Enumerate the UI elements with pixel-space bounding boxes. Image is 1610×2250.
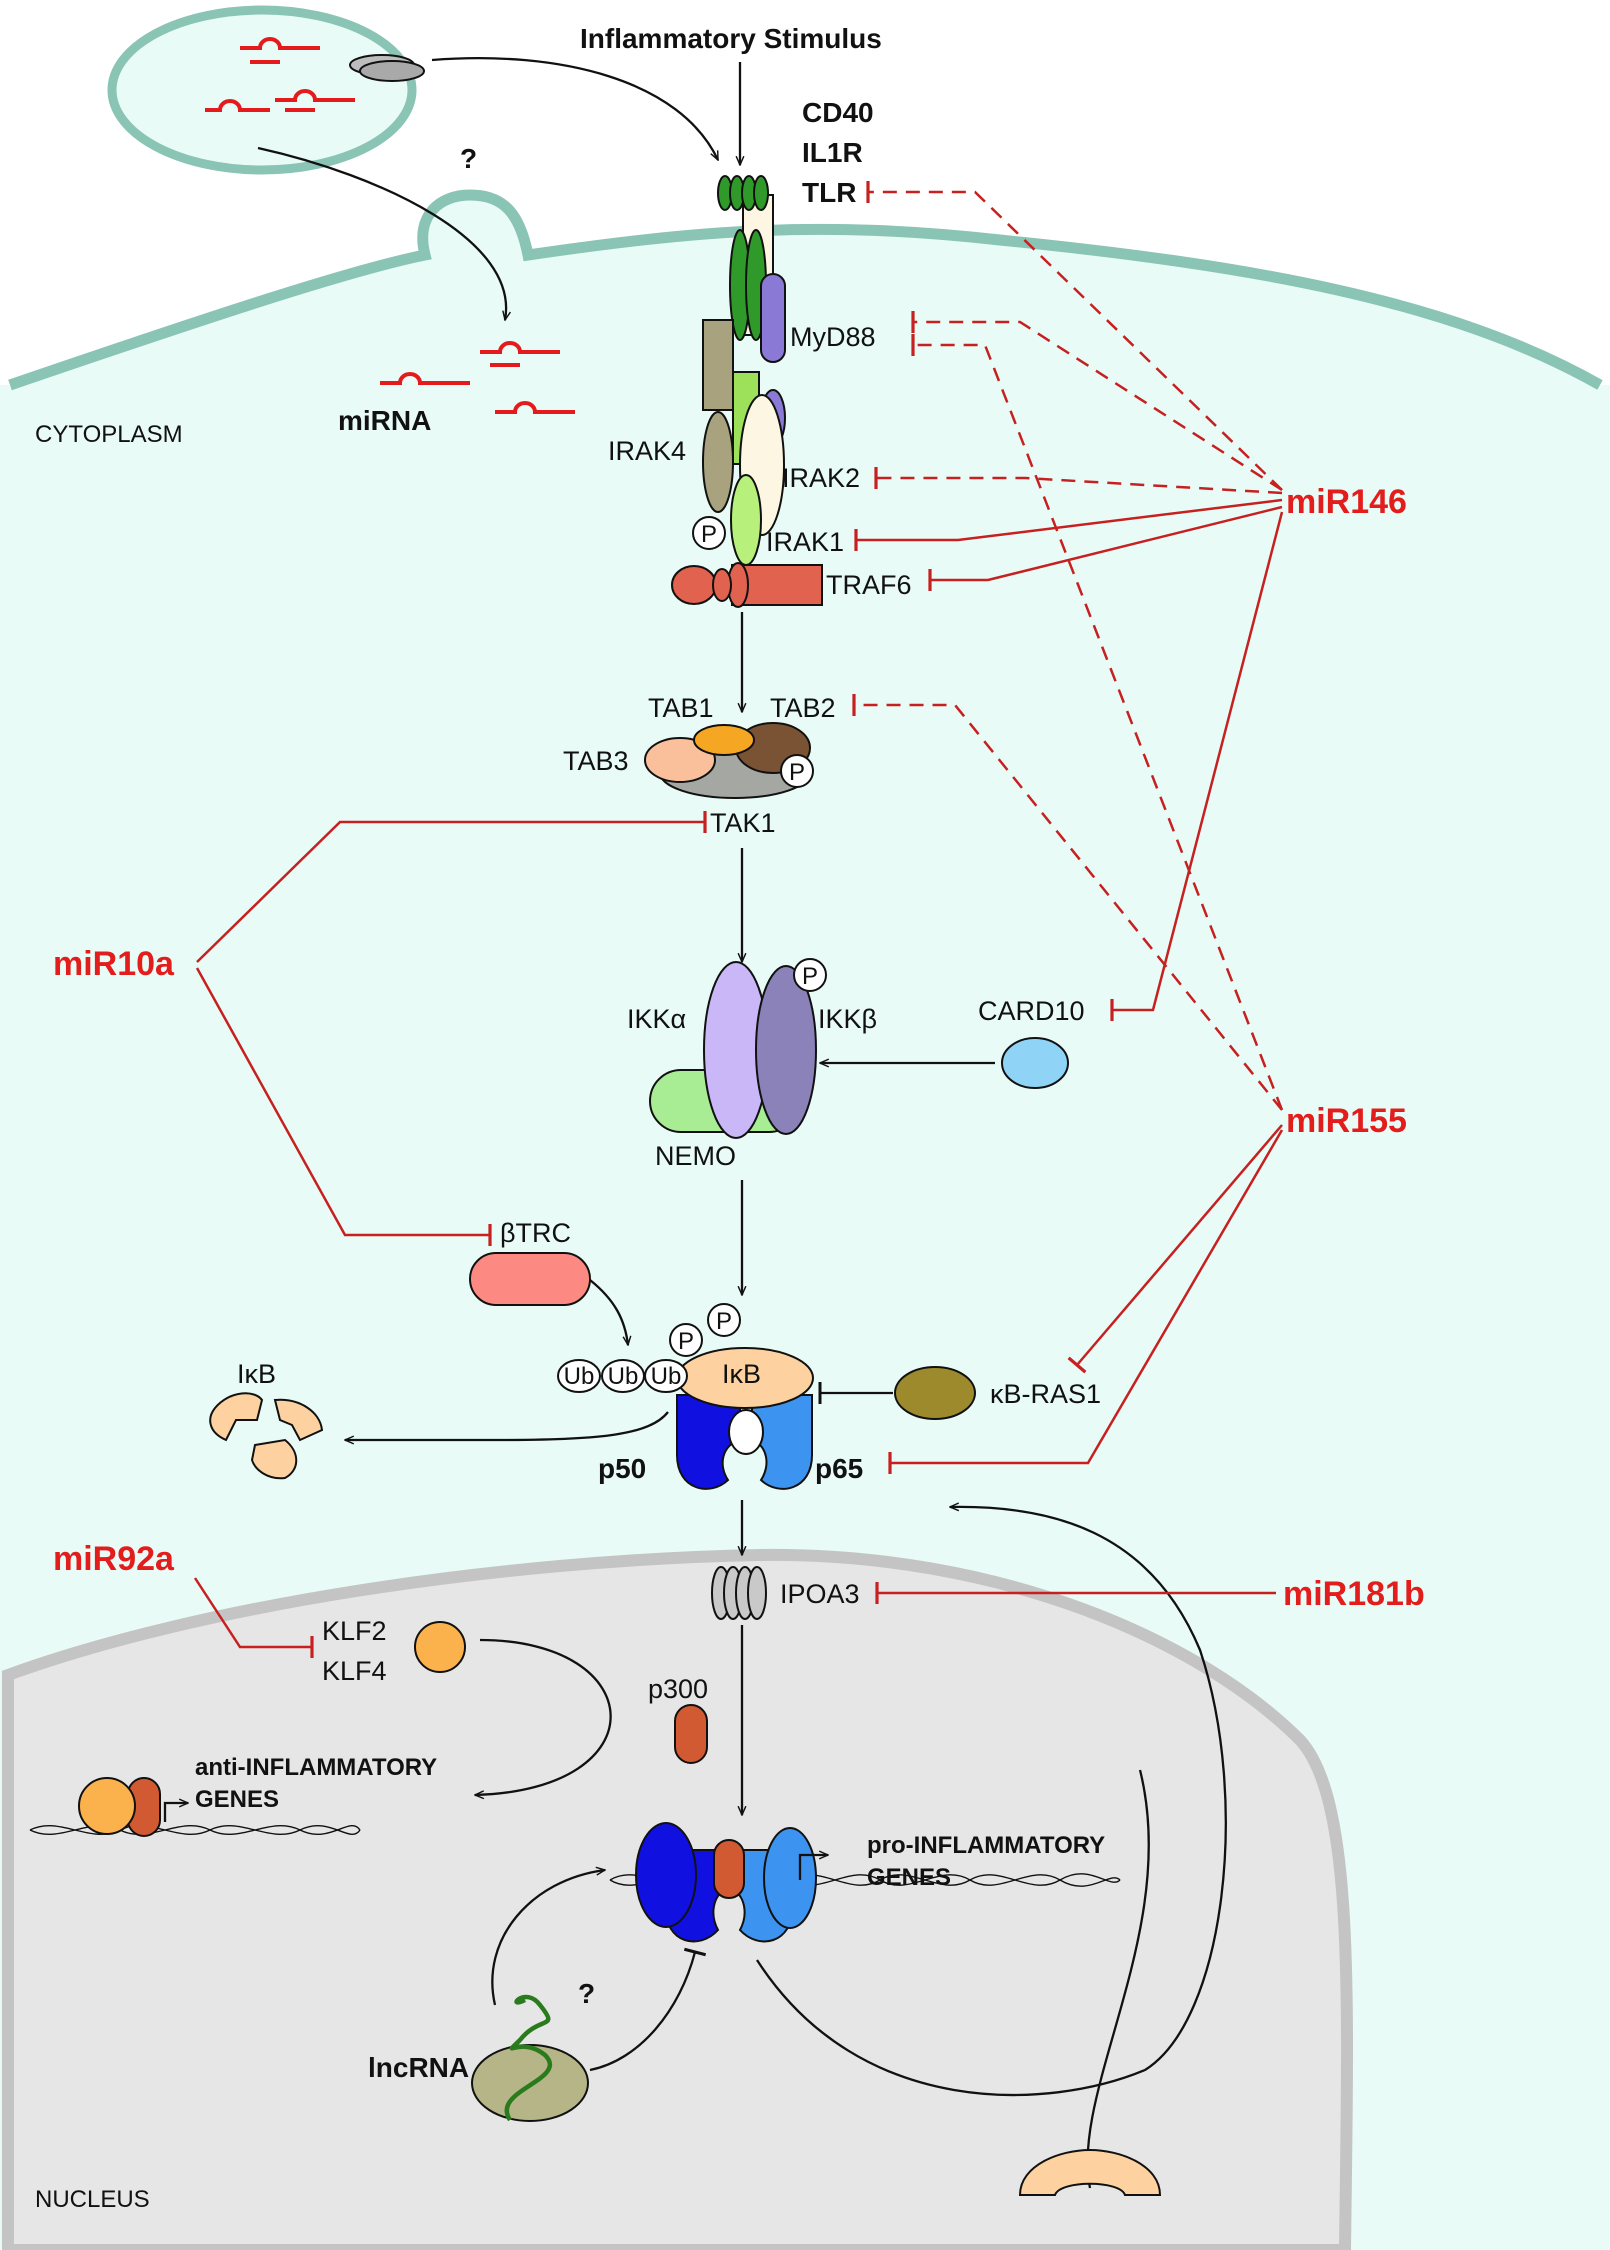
irak1-phospho-badge: P (692, 516, 726, 550)
tab-tak1-complex (644, 722, 811, 799)
vesicle-uptake-question: ? (460, 143, 477, 174)
p300-protein (674, 1704, 708, 1764)
mirna-label: miRNA (338, 405, 431, 436)
kbras1-protein (894, 1366, 976, 1420)
pro-genes-label-line2: GENES (867, 1864, 951, 1891)
anti-genes-label-line2: GENES (195, 1786, 279, 1813)
mir155-inhibition-edges (852, 334, 1284, 1474)
ikkb-phospho-badge: P (793, 958, 827, 992)
receptor-complex (671, 175, 823, 608)
label-ikka: IKKα (627, 1004, 686, 1034)
tab2-phospho-badge: P (780, 754, 814, 788)
svg-text:P: P (678, 1328, 694, 1355)
label-p50: p50 (598, 1453, 646, 1484)
newly-synthesized-ikb (1018, 2148, 1162, 2196)
degraded-ikb-fragments (209, 1392, 324, 1480)
label-card10: CARD10 (978, 996, 1085, 1026)
ipoa3-transporter (711, 1566, 767, 1620)
ubiquitin-chain: Ub Ub Ub (557, 1359, 688, 1393)
label-nemo: NEMO (655, 1141, 736, 1171)
ikb-degradation-arrow (345, 1411, 669, 1440)
receptor-label-il1r: IL1R (802, 137, 863, 168)
cytoplasm-label: CYTOPLASM (35, 421, 183, 448)
pro-inflammatory-tf-complex (635, 1822, 817, 1943)
cell-membrane (8, 189, 1603, 391)
svg-text:Ub: Ub (564, 1363, 595, 1390)
label-irak4: IRAK4 (608, 436, 686, 466)
label-ipoa3: IPOA3 (780, 1579, 860, 1609)
lncrna-question: ? (578, 1978, 595, 2009)
mir146-label: miR146 (1286, 483, 1407, 521)
nucleus-label: NUCLEUS (35, 2186, 150, 2213)
ikb-phospho-badge-1: P (669, 1323, 703, 1357)
mir92a-inhibition-edge (193, 1577, 314, 1658)
btrc-protein (469, 1252, 591, 1306)
card10-protein (1001, 1037, 1069, 1089)
receptor-label-cd40: CD40 (802, 97, 874, 128)
label-tab2: TAB2 (770, 693, 836, 723)
label-ikkb: IKKβ (818, 1004, 877, 1034)
label-irak2: IRAK2 (782, 463, 860, 493)
label-tab3: TAB3 (563, 746, 629, 776)
lncrna-helix (504, 1994, 553, 2122)
feedback-loop-arrow (756, 1507, 1227, 2097)
extracellular-vesicle (107, 5, 417, 175)
lncrna-activation-arrow (491, 1870, 605, 2006)
receptor-label-tlr: TLR (802, 177, 856, 208)
btrc-to-ikb-arrow (589, 1279, 628, 1345)
label-traf6: TRAF6 (826, 570, 912, 600)
mir92a-label: miR92a (53, 1540, 175, 1578)
anti-inflammatory-tf-complex (78, 1777, 161, 1837)
label-ikb-degraded: IκB (237, 1359, 276, 1389)
mir10a-label: miR10a (53, 945, 175, 983)
vesicle-to-receptor-arrow (431, 57, 720, 160)
klf-to-anti-genes-arrow (475, 1638, 612, 1795)
inflammatory-stimulus-title: Inflammatory Stimulus (580, 23, 882, 54)
label-tak1: TAK1 (710, 808, 776, 838)
label-ikb: IκB (722, 1359, 761, 1389)
vesicle-mirna-strands (205, 37, 355, 112)
pro-genes-transcription-arrow (798, 1855, 828, 1880)
label-p65: p65 (815, 1453, 863, 1484)
label-myd88: MyD88 (790, 322, 876, 352)
lncrna-inhibition (589, 1947, 707, 2072)
vesicle-receptor-disc-2 (359, 60, 425, 82)
klf-protein (414, 1621, 466, 1673)
label-btrc: βTRC (500, 1218, 571, 1248)
label-klf2: KLF2 (322, 1616, 387, 1646)
mir10a-inhibition-edges (195, 811, 707, 1246)
svg-text:P: P (716, 1308, 732, 1335)
svg-text:P: P (789, 759, 805, 786)
svg-text:Ub: Ub (651, 1363, 682, 1390)
label-p300: p300 (648, 1674, 708, 1704)
cytoplasm-mirna-strands (380, 341, 575, 414)
ikk-complex (649, 961, 817, 1139)
label-tab1: TAB1 (648, 693, 714, 723)
mir155-label: miR155 (1286, 1102, 1407, 1140)
anti-genes-transcription-arrow (163, 1803, 188, 1822)
svg-text:P: P (701, 521, 717, 548)
ikb-phospho-badge-2: P (707, 1303, 741, 1337)
mir181b-label: miR181b (1283, 1575, 1425, 1613)
svg-text:P: P (802, 963, 818, 990)
mir146-inhibition-edges (854, 181, 1284, 1021)
pro-genes-label-line1: pro-INFLAMMATORY (867, 1832, 1105, 1859)
vesicle-to-mirna-arrow (257, 146, 506, 320)
svg-text:Ub: Ub (608, 1363, 639, 1390)
label-lncrna: lncRNA (368, 2052, 469, 2083)
anti-genes-label-line1: anti-INFLAMMATORY (195, 1754, 437, 1781)
label-kbras1: κB-RAS1 (990, 1379, 1101, 1409)
nfkb-ikb-complex (676, 1347, 814, 1490)
newly-synthesized-ikb-arrow (1086, 1769, 1150, 2189)
label-irak1: IRAK1 (766, 527, 844, 557)
label-klf4: KLF4 (322, 1656, 387, 1686)
